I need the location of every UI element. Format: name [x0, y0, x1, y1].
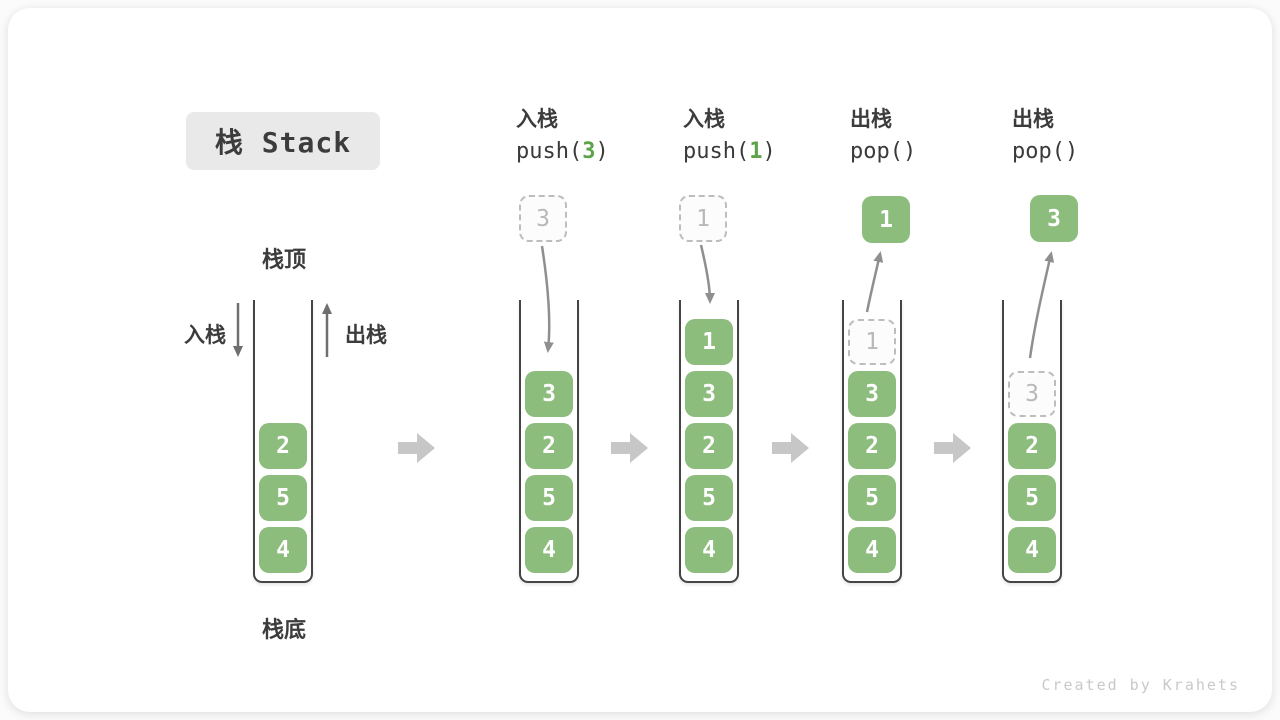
stage-label: 入栈: [683, 108, 725, 131]
code-prefix: pop(): [1012, 139, 1079, 164]
stack-value: 3: [848, 371, 896, 417]
stack-value: 2: [685, 423, 733, 469]
stage-header-pop-1: 出栈 pop(): [850, 105, 916, 169]
removed-value-ghost: 3: [1008, 371, 1056, 417]
stack-value: 2: [1008, 423, 1056, 469]
incoming-value-box: 1: [679, 195, 727, 242]
stage-label: 出栈: [1012, 108, 1054, 131]
stage-code: pop(): [1012, 135, 1078, 169]
code-suffix: ): [762, 139, 776, 164]
pop-side-label: 出栈: [345, 324, 387, 347]
stack-top-label: 栈顶: [261, 247, 306, 272]
popped-value-box: 3: [1030, 195, 1078, 242]
stack-container-initial: 2 5 4: [253, 300, 313, 583]
stack-value: 3: [525, 371, 573, 417]
code-prefix: pop(): [850, 139, 917, 164]
code-suffix: ): [595, 139, 609, 164]
code-arg: 1: [749, 139, 763, 164]
title-text: 栈 Stack: [214, 126, 352, 159]
stack-container-after-pop-1: 1 3 2 5 4: [842, 300, 902, 583]
title-chip: 栈 Stack: [186, 112, 380, 170]
stack-value: 4: [1008, 527, 1056, 573]
watermark: Created by Krahets: [1041, 676, 1240, 694]
stack-value: 5: [1008, 475, 1056, 521]
stack-value: 2: [525, 423, 573, 469]
stack-value: 5: [685, 475, 733, 521]
stack-value: 4: [685, 527, 733, 573]
code-prefix: push(: [516, 139, 583, 164]
stage-header-pop-3: 出栈 pop(): [1012, 105, 1078, 169]
stack-value: 4: [848, 527, 896, 573]
stack-value: 2: [848, 423, 896, 469]
stage-label: 出栈: [850, 108, 892, 131]
popped-value-box: 1: [862, 196, 910, 243]
stack-value: 4: [259, 527, 307, 573]
code-arg: 3: [582, 139, 596, 164]
stack-value: 5: [525, 475, 573, 521]
stage-header-push-1: 入栈 push(1): [683, 105, 776, 169]
stage-label: 入栈: [516, 108, 558, 131]
stack-container-after-push-1: 1 3 2 5 4: [679, 300, 739, 583]
stack-container-after-push-3: 3 2 5 4: [519, 300, 579, 583]
stack-value: 5: [848, 475, 896, 521]
push-side-label: 入栈: [184, 324, 226, 347]
stack-container-after-pop-3: 3 2 5 4: [1002, 300, 1062, 583]
stack-value: 4: [525, 527, 573, 573]
stage-header-push-3: 入栈 push(3): [516, 105, 609, 169]
stack-value: 3: [685, 371, 733, 417]
stack-value: 1: [685, 319, 733, 365]
stage-code: push(1): [683, 135, 776, 169]
removed-value-ghost: 1: [848, 319, 896, 365]
stack-value: 2: [259, 423, 307, 469]
stack-bottom-label: 栈底: [261, 617, 306, 642]
stage-code: push(3): [516, 135, 609, 169]
stack-value: 5: [259, 475, 307, 521]
stage-code: pop(): [850, 135, 916, 169]
code-prefix: push(: [683, 139, 750, 164]
incoming-value-box: 3: [519, 195, 567, 242]
